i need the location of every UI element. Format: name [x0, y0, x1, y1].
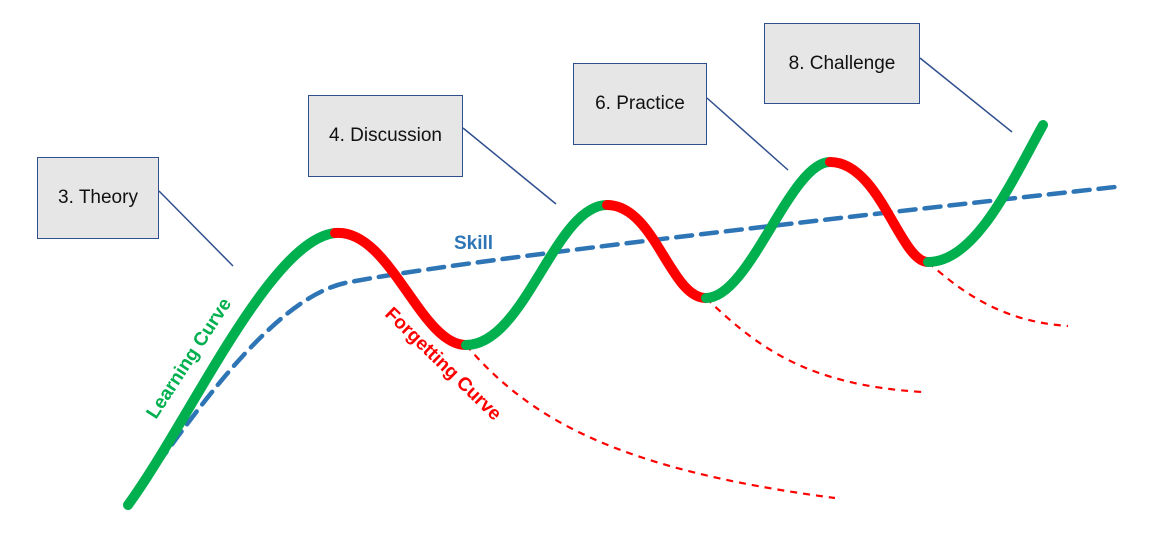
decay-tail-2 — [705, 297, 923, 394]
learning-segment-4 — [923, 120, 1048, 267]
forgetting-segment-3 — [825, 157, 933, 267]
callout-practice-label: 6. Practice — [595, 93, 685, 114]
callout-discussion: 4. Discussion — [308, 95, 463, 177]
callout-theory-label: 3. Theory — [58, 187, 138, 208]
skill-label: Skill — [454, 233, 493, 254]
learning-segment-1 — [123, 228, 340, 510]
decay-tail-1 — [465, 344, 836, 500]
decay-tail-3 — [927, 261, 1069, 328]
callout-discussion-label: 4. Discussion — [329, 125, 442, 146]
learning-forgetting-curve — [123, 120, 1048, 510]
learning-segment-3 — [701, 157, 835, 303]
forgetting-segment-2 — [602, 200, 711, 303]
skill-curve — [125, 184, 1118, 508]
connector-practice — [706, 97, 789, 171]
callout-challenge-label: 8. Challenge — [788, 52, 896, 74]
forgetting-decay-tails — [465, 261, 1069, 500]
forgetting-curve-label: Forgetting Curve — [381, 303, 506, 424]
forgetting-segment-1 — [330, 227, 471, 350]
connector-discussion — [462, 127, 557, 205]
callout-theory: 3. Theory — [37, 157, 159, 239]
callout-practice: 6. Practice — [573, 63, 707, 145]
connector-challenge — [919, 57, 1013, 133]
callout-connectors — [158, 57, 1013, 267]
learning-segment-2 — [461, 200, 612, 350]
connector-theory — [158, 190, 234, 267]
callout-challenge: 8. Challenge — [764, 23, 920, 104]
